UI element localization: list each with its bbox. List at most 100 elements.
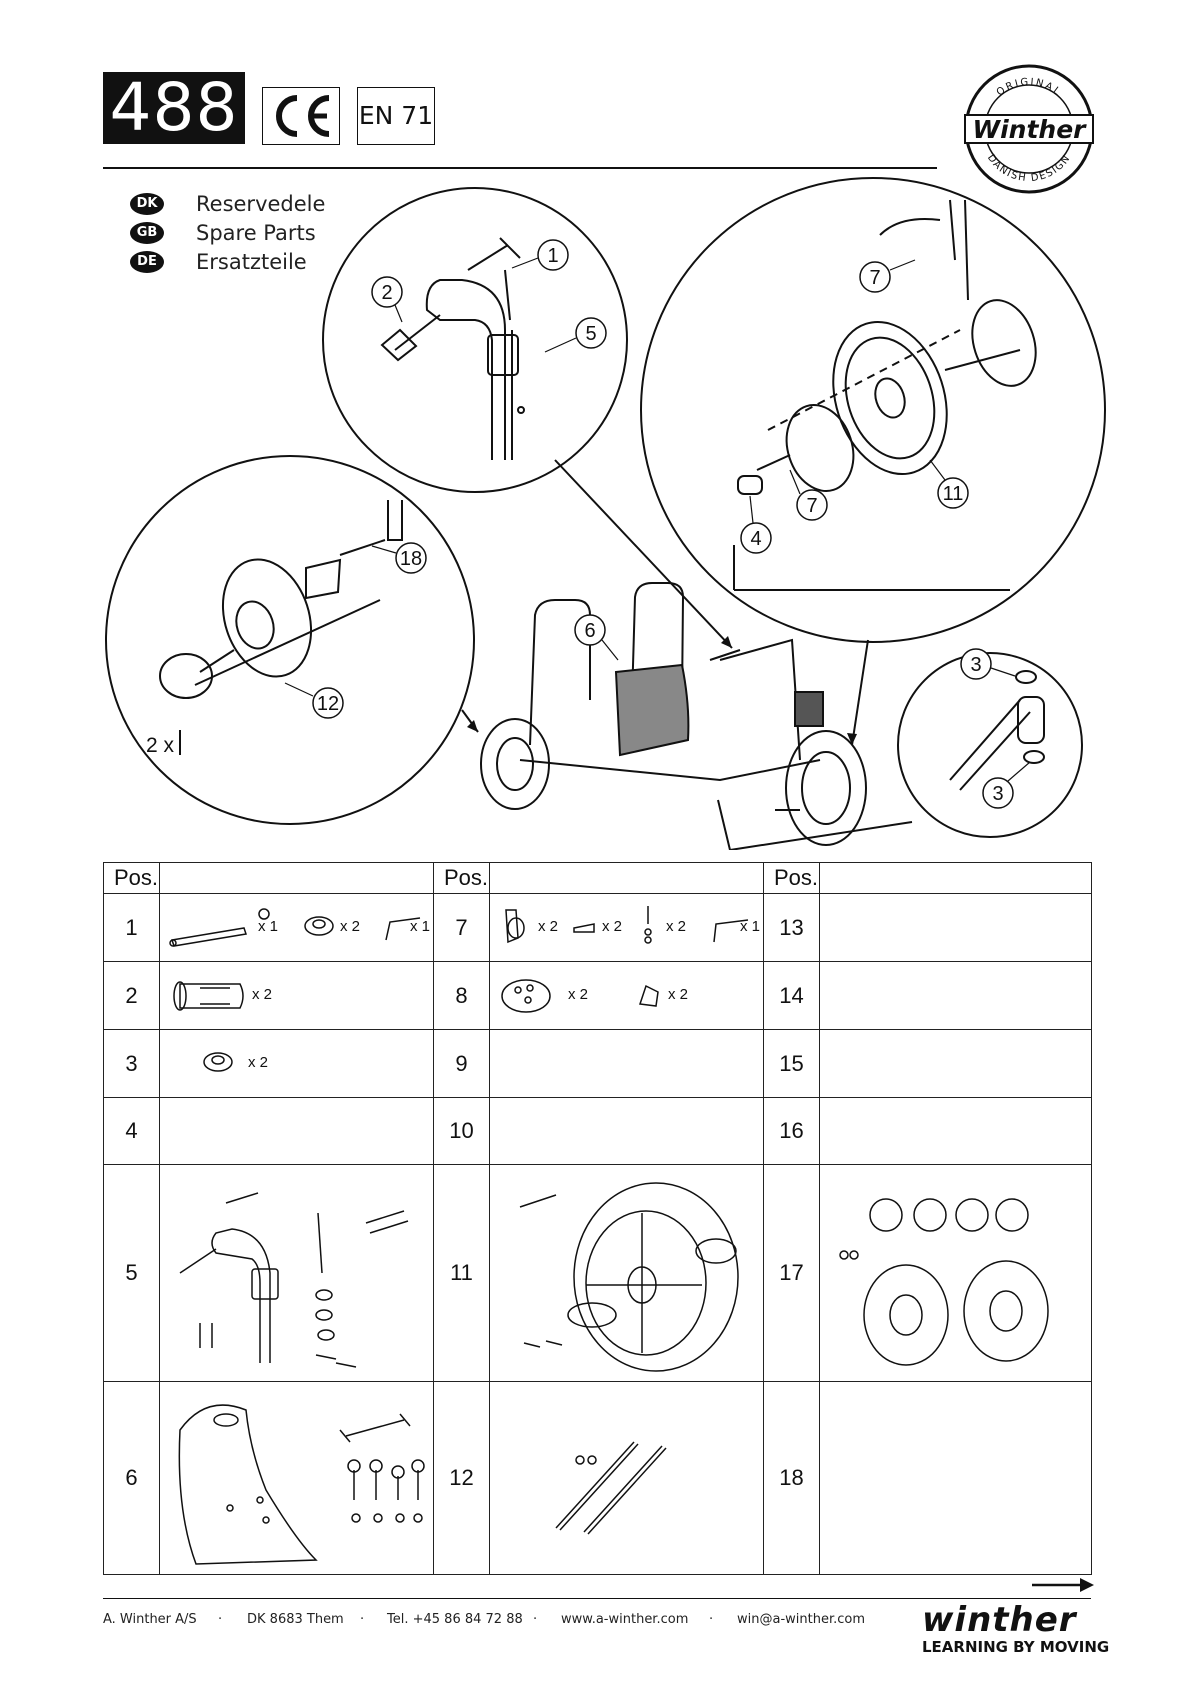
brand-logo: winther [922, 1600, 1077, 1640]
quantity-label: x 1 [410, 918, 431, 935]
callout-5: 5 [544, 317, 607, 353]
language-badge: DE [130, 251, 164, 273]
svg-text:3: 3 [992, 783, 1003, 805]
table-row: 2 x 2 8 x 2 x 2 14 [103, 961, 1092, 1030]
callout-4: 4 [740, 495, 772, 554]
seat-and-hardware-icon [178, 1404, 425, 1565]
footer-address: DK 8683 Them [247, 1612, 344, 1627]
clamp-hardware-icon [505, 906, 749, 944]
pos-number: 11 [433, 1164, 490, 1382]
detail-circle-bearing [897, 652, 1083, 838]
footer-separator: · [533, 1612, 538, 1627]
quantity-label: x 2 [340, 918, 361, 935]
brand-tagline: LEARNING BY MOVING [922, 1638, 1110, 1656]
rear-wheel-drawing [159, 500, 403, 755]
pos-number: 7 [433, 893, 490, 962]
front-wheel-drawing [733, 199, 1037, 591]
svg-text:6: 6 [584, 620, 595, 642]
svg-text:18: 18 [400, 548, 422, 570]
svg-text:5: 5 [585, 323, 596, 345]
bearing-icon [203, 1052, 233, 1072]
front-wheel-assembly-icon [519, 1182, 739, 1372]
footer-divider [103, 1598, 1091, 1600]
quantity-label: x 2 [668, 986, 689, 1003]
language-label: Ersatzteile [196, 250, 307, 274]
footer-separator: · [218, 1612, 223, 1627]
multiplier-label: 2 x [146, 734, 175, 757]
table-row: 4 10 16 [103, 1097, 1092, 1165]
callout-6: 6 [574, 614, 619, 661]
callout-7b: 7 [789, 469, 828, 521]
language-label: Spare Parts [196, 221, 316, 245]
svg-text:11: 11 [943, 483, 964, 505]
footer-company: A. Winther A/S [103, 1612, 197, 1627]
language-row-dk: DK Reservedele [130, 192, 325, 216]
callout-3b: 3 [982, 761, 1031, 809]
detail-circle-front-wheel [640, 177, 1106, 643]
callout-3a: 3 [960, 648, 1016, 680]
quantity-label: x 2 [666, 918, 687, 935]
table-row: 5 11 [103, 1164, 1092, 1382]
pos-number: 9 [433, 1029, 490, 1098]
seal-center-text: Winther [973, 115, 1088, 144]
brand-seal: ORIGINAL DANISH DESIGN Winther [963, 63, 1095, 195]
rear-wheels-icon [839, 1198, 1049, 1366]
quantity-label: x 2 [248, 1054, 269, 1071]
callout-11: 11 [929, 459, 969, 509]
ce-mark-icon [276, 95, 330, 137]
language-row-gb: GB Spare Parts [130, 221, 316, 245]
quantity-label: x 1 [740, 918, 761, 935]
callout-12: 12 [284, 682, 344, 719]
language-row-de: DE Ersatzteile [130, 250, 307, 274]
table-row: 6 12 [103, 1381, 1092, 1575]
language-label: Reservedele [196, 192, 326, 216]
language-badge: DK [130, 193, 164, 215]
footer-website-link[interactable]: www.a-winther.com [561, 1612, 689, 1627]
header-divider [103, 167, 937, 169]
pos-header: Pos. [433, 862, 490, 894]
footer-email-link[interactable]: win@a-winther.com [737, 1612, 866, 1627]
pos-header: Pos. [103, 862, 160, 894]
exploded-diagram: 1 2 5 7 7 11 4 18 12 6 3 3 2 x [105, 177, 1106, 850]
callout-7a: 7 [859, 259, 916, 293]
pos-header: Pos. [763, 862, 820, 894]
table-row: 1 x 1 x 2 x 1 7 [103, 893, 1092, 962]
svg-text:4: 4 [750, 528, 761, 550]
standard-label: EN 71 [357, 87, 435, 145]
language-badge: GB [130, 222, 164, 244]
pos-number: 8 [433, 961, 490, 1030]
table-row: 3 x 2 9 15 [103, 1029, 1092, 1098]
pos-number: 3 [103, 1029, 160, 1098]
svg-text:12: 12 [317, 693, 339, 715]
quantity-label: x 2 [538, 918, 559, 935]
bearing-drawing [949, 670, 1045, 791]
pos-number: 5 [103, 1164, 160, 1382]
handle-grip-icon [173, 981, 244, 1011]
quantity-label: x 2 [252, 986, 273, 1003]
pos-number: 2 [103, 961, 160, 1030]
arrow-right-icon [1032, 1578, 1094, 1592]
model-number: 488 [103, 72, 245, 144]
axle-bolt-icon [169, 908, 421, 947]
callout-1: 1 [511, 239, 569, 271]
detail-circle-rear-wheel [105, 455, 475, 825]
pos-number: 1 [103, 893, 160, 962]
table-header-row: Pos. Pos. Pos. [103, 862, 1092, 894]
callout-2: 2 [371, 276, 403, 323]
svg-text:3: 3 [970, 654, 981, 676]
pedal-icon [501, 979, 659, 1013]
pos-number: 17 [763, 1164, 820, 1382]
footer-separator: · [709, 1612, 714, 1627]
svg-text:1: 1 [547, 245, 558, 267]
pos-number: 10 [433, 1097, 490, 1165]
handlebar-drawing [380, 237, 525, 460]
axle-rods-icon [555, 1441, 667, 1535]
quantity-label: x 2 [568, 986, 589, 1003]
callout-18: 18 [371, 542, 427, 574]
pos-number: 14 [763, 961, 820, 1030]
handlebar-frame-icon [179, 1192, 409, 1368]
quantity-label: x 2 [602, 918, 623, 935]
svg-text:2: 2 [381, 282, 392, 304]
pos-number: 6 [103, 1381, 160, 1575]
ce-mark [262, 87, 340, 145]
